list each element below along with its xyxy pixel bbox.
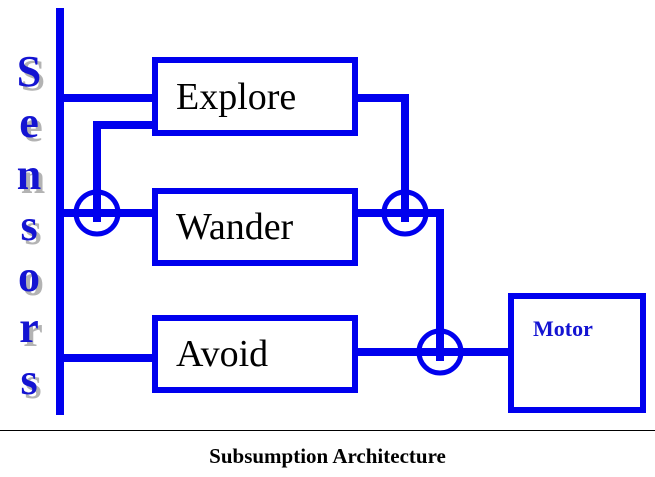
suppression-node-3-circle[interactable] bbox=[416, 328, 464, 376]
suppression-node-2-circle[interactable] bbox=[381, 189, 429, 237]
suppression-node-1-circle[interactable] bbox=[73, 189, 121, 237]
wire-explore-suppress-node1 bbox=[93, 121, 155, 213]
sensors-letter-3: s bbox=[20, 200, 38, 250]
sensors-letter-6: s bbox=[20, 354, 38, 404]
sensors-letter-4: o bbox=[18, 252, 40, 301]
sensors-letter-2: n bbox=[16, 149, 42, 199]
behavior-box-wander[interactable]: Wander bbox=[152, 188, 358, 266]
sensors-letter-1: e bbox=[19, 98, 39, 148]
actuator-label-motor: Motor bbox=[533, 316, 593, 341]
sensors-bus-label: S e n s o r s bbox=[6, 47, 52, 404]
actuator-box-motor[interactable]: Motor bbox=[508, 293, 646, 413]
wire-node2-to-node3 bbox=[405, 209, 444, 352]
sensors-letter-0: S bbox=[16, 47, 42, 96]
wire-explore-to-node2 bbox=[355, 94, 409, 213]
caption-divider bbox=[0, 430, 655, 431]
behavior-box-avoid[interactable]: Avoid bbox=[152, 315, 358, 393]
behavior-label-explore: Explore bbox=[176, 75, 297, 118]
behavior-label-wander: Wander bbox=[176, 206, 294, 248]
figure-caption: Subsumption Architecture bbox=[209, 444, 446, 468]
behavior-label-avoid: Avoid bbox=[176, 333, 269, 375]
behavior-box-explore[interactable]: Explore bbox=[152, 57, 358, 136]
sensors-letter-5: r bbox=[19, 303, 39, 353]
